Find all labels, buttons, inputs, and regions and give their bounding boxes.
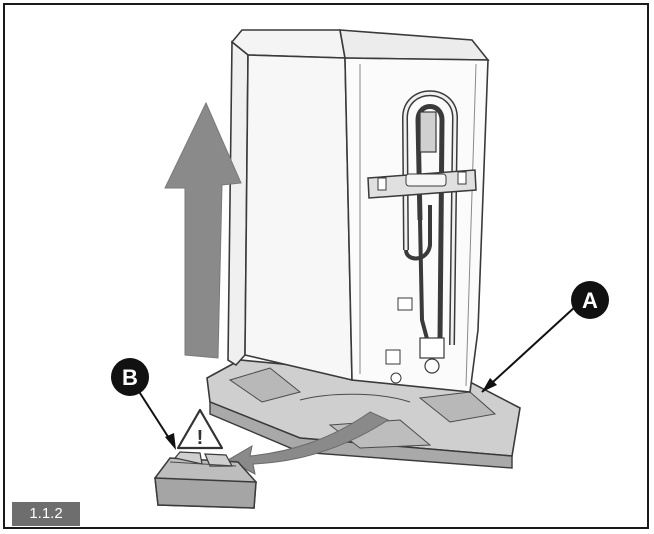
callout-a: A <box>481 281 609 393</box>
lift-up-arrow <box>164 101 242 359</box>
callout-a-label: A <box>582 288 598 313</box>
figure-number-label: 1.1.2 <box>12 502 80 526</box>
remove-arrow <box>226 411 390 475</box>
callout-b: B <box>111 358 176 450</box>
warning-symbol: ! <box>197 427 204 449</box>
part-b-block <box>154 451 257 509</box>
boiler-unit <box>227 29 490 393</box>
callout-b-label: B <box>122 365 138 390</box>
warning-icon: ! <box>176 408 224 450</box>
pipe-assembly <box>367 90 477 384</box>
